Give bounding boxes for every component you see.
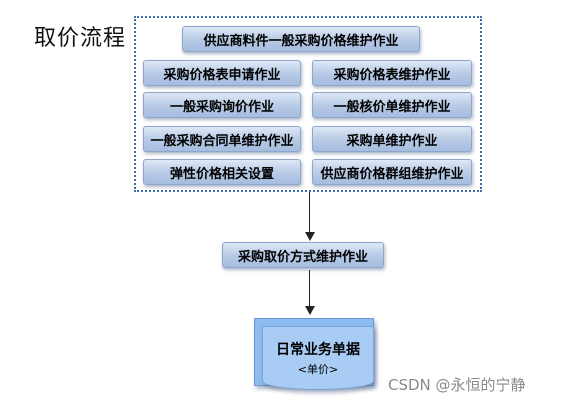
process-box-label: 供应商价格群组维护作业 — [320, 166, 464, 182]
process-box: 弹性价格相关设置 — [143, 159, 301, 185]
process-box: 一般采购合同单维护作业 — [143, 126, 301, 152]
arrow-down-icon — [305, 306, 315, 315]
group-header-box: 供应商料件一般采购价格维护作业 — [182, 26, 420, 52]
process-box-label: 采购单维护作业 — [346, 133, 438, 149]
process-box-label: 一般核价单维护作业 — [333, 99, 451, 115]
process-box-label: 一般采购合同单维护作业 — [150, 133, 294, 149]
process-box: 一般采购询价作业 — [143, 92, 301, 118]
process-box: 采购单维护作业 — [312, 126, 472, 152]
process-box: 采购价格表申请作业 — [143, 60, 301, 86]
watermark: CSDN @永恒的宁静 — [388, 376, 526, 394]
group-header-label: 供应商料件一般采购价格维护作业 — [203, 33, 399, 49]
arrow-down-icon — [305, 232, 315, 241]
document-subtitle: <单价> — [297, 363, 339, 376]
process-box: 采购价格表维护作业 — [312, 60, 472, 86]
connector-line — [309, 192, 310, 234]
process-box: 供应商价格群组维护作业 — [312, 159, 472, 185]
middle-step-label: 采购取价方式维护作业 — [237, 249, 368, 265]
process-box: 一般核价单维护作业 — [312, 92, 472, 118]
process-box-label: 一般采购询价作业 — [169, 99, 274, 115]
connector-line — [309, 270, 310, 308]
process-box-label: 弹性价格相关设置 — [169, 166, 274, 182]
process-box-label: 采购价格表维护作业 — [333, 67, 451, 83]
document-shape: 日常业务单据 <单价> — [262, 326, 374, 390]
page-title: 取价流程 — [34, 26, 127, 51]
document-title: 日常业务单据 — [276, 342, 360, 358]
process-box-label: 采购价格表申请作业 — [163, 67, 281, 83]
dotted-group-frame — [134, 16, 482, 192]
middle-step-box: 采购取价方式维护作业 — [222, 242, 384, 268]
